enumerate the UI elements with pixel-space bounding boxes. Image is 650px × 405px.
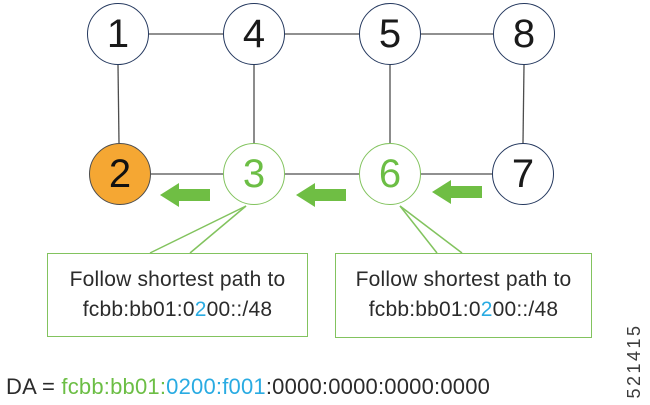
node-label: 1 — [106, 12, 130, 56]
callout-line2: fcbb:bb01:0200::/48 — [368, 298, 559, 321]
callout-leaders — [149, 205, 463, 254]
node-2: 2 — [89, 143, 151, 205]
arrow-left-icon — [160, 183, 210, 207]
callout-line1: Follow shortest path to — [355, 268, 572, 291]
node-3: 3 — [223, 143, 285, 205]
leader-line-node3 — [189, 205, 247, 254]
topology-links — [117, 33, 525, 175]
node-label: 4 — [242, 12, 266, 56]
highlighted-digit: 2 — [480, 298, 493, 321]
node-1: 1 — [87, 3, 149, 65]
da-label: DA = — [6, 374, 62, 399]
node-label: 5 — [378, 12, 402, 56]
callout-line1: Follow shortest path to — [69, 268, 286, 291]
leader-line-node6 — [399, 205, 438, 254]
callout-node3: Follow shortest path to fcbb:bb01:0200::… — [47, 253, 308, 337]
figure-number: 521415 — [624, 323, 644, 399]
node-6: 6 — [359, 143, 421, 205]
node-4: 4 — [223, 3, 285, 65]
callout-node6: Follow shortest path to fcbb:bb01:0200::… — [335, 253, 592, 338]
highlighted-digit: 2 — [194, 298, 207, 321]
callout-line2: fcbb:bb01:0200::/48 — [82, 298, 273, 321]
node-label: 3 — [242, 152, 266, 196]
arrow-left-icon — [296, 183, 346, 207]
node-label: 6 — [378, 152, 402, 196]
da-locator-block: fcbb:bb01: — [61, 374, 167, 399]
node-label: 2 — [108, 152, 132, 196]
da-node-function: 0200:f001 — [166, 374, 266, 399]
node-8: 8 — [493, 3, 555, 65]
leader-line-node6 — [399, 205, 463, 254]
path-direction-arrows — [160, 180, 482, 207]
leader-line-node3 — [149, 205, 247, 254]
node-label: 7 — [511, 152, 535, 196]
link-1-2 — [117, 64, 120, 144]
node-7: 7 — [492, 143, 554, 205]
node-5: 5 — [359, 3, 421, 65]
da-zero-suffix: :0000:0000:0000:0000 — [265, 374, 491, 399]
destination-address-line: DA = fcbb:bb01:0200:f001:0000:0000:0000:… — [6, 374, 490, 400]
link-8-7 — [522, 64, 525, 144]
arrow-left-icon — [432, 180, 482, 204]
node-label: 8 — [512, 12, 536, 56]
